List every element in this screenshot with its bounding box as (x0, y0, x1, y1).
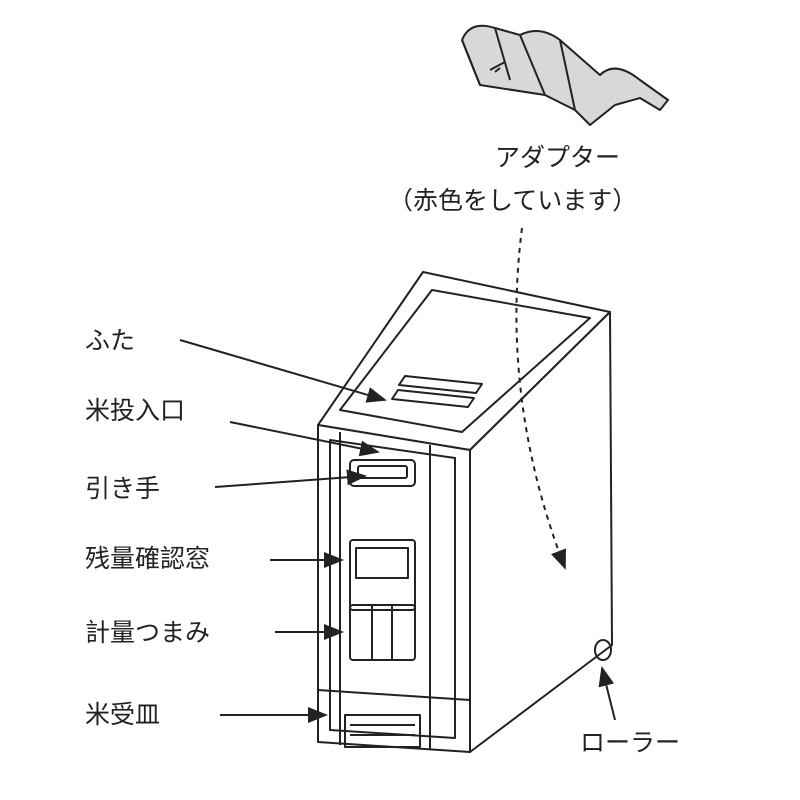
level-window (349, 539, 416, 611)
measuring-knob-label: 計量つまみ (85, 618, 211, 647)
adapter-note: （赤色をしています） (388, 186, 638, 215)
level-window-label: 残量確認窓 (85, 544, 211, 573)
rice-inlet-label: 米投入口 (85, 396, 186, 425)
rice-tray (344, 714, 421, 748)
adapter-label: アダプター (495, 143, 621, 172)
rice-tray-label: 米受皿 (85, 700, 161, 729)
lid-label: ふた (85, 326, 136, 355)
roller-label: ローラー (580, 728, 681, 757)
roller (594, 639, 612, 661)
handle-label: 引き手 (85, 474, 161, 503)
adapter-illustration (461, 24, 669, 126)
measuring-knob (349, 604, 416, 661)
